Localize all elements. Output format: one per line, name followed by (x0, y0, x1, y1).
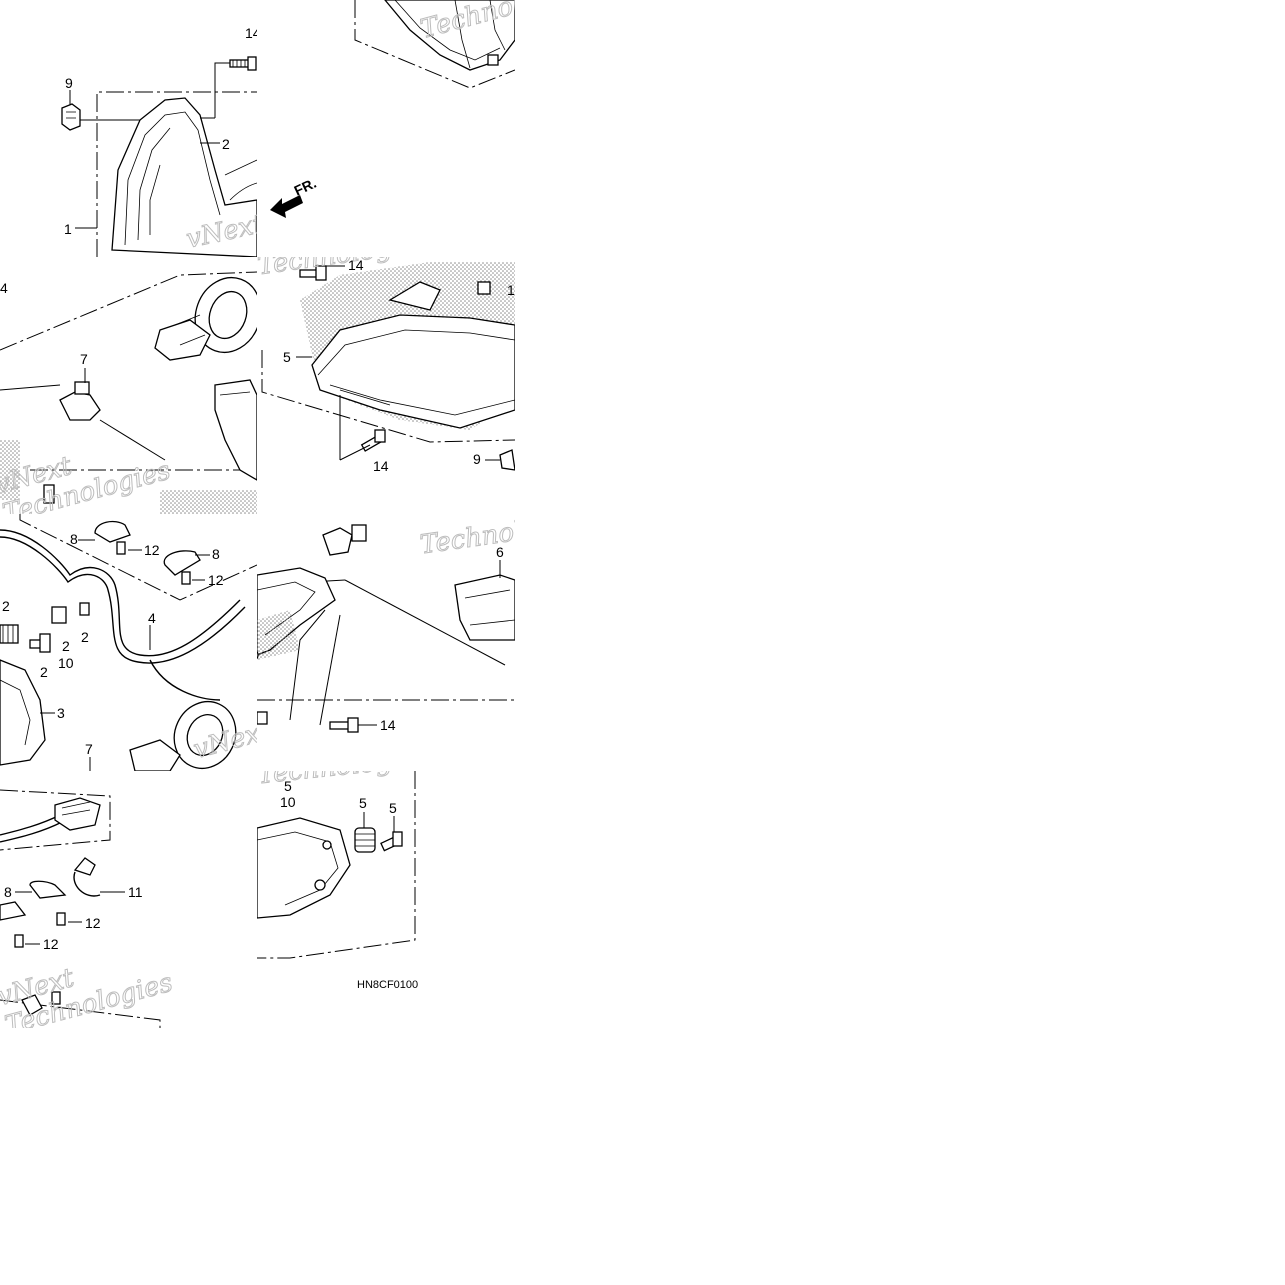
callout-4: 4 (0, 280, 8, 296)
callout-12: 12 (43, 936, 59, 952)
callout-8: 8 (70, 531, 78, 547)
clamp-8 (94, 520, 131, 543)
callout-10: 10 (280, 794, 296, 810)
bolt-14 (329, 717, 359, 733)
diagram-code: HN8CF0100 (357, 979, 418, 991)
bulb-13 (322, 524, 367, 556)
callout-10: 10 (58, 655, 74, 671)
clamp-8 (29, 880, 67, 899)
nut-9 (257, 711, 268, 725)
callout-12: 12 (85, 915, 101, 931)
screw-12 (181, 571, 191, 585)
tile-headlight-top: FR. Technologies (270, 0, 515, 218)
callout-12: 12 (208, 572, 224, 588)
grommet-5 (354, 827, 376, 853)
callout-5: 5 (389, 800, 397, 816)
callout-14: 14 (348, 257, 364, 273)
clamp-8 (163, 550, 201, 576)
fr-label: FR. (292, 175, 319, 199)
tile-wire-harness: 8 12 8 12 2 2 10 2 2 4 3 7 13 vNext (0, 514, 273, 771)
callout-3: 3 (57, 705, 65, 721)
callout-14: 14 (373, 458, 389, 474)
callout-14: 14 (380, 717, 396, 733)
callout-2: 2 (222, 136, 230, 152)
callout-7: 7 (80, 351, 88, 367)
bolt-14 (477, 281, 491, 295)
screw-13 (43, 484, 55, 504)
watermark-text: Technologies (418, 507, 593, 561)
callout-13: 13 (257, 539, 273, 555)
callout-8: 8 (220, 649, 228, 665)
tile-headlight-5: 14 1 5 14 9 Technologies (257, 257, 515, 474)
bolt-14 (299, 265, 327, 281)
grommet-2 (0, 624, 19, 644)
callout-4: 4 (148, 610, 156, 626)
watermark-text: Technologies (256, 742, 430, 790)
callout-2: 2 (2, 598, 10, 614)
nut-9 (61, 103, 81, 131)
bulb-7 (59, 381, 101, 421)
callout-2: 2 (40, 664, 48, 680)
callout-7: 7 (85, 741, 93, 757)
callout-6: 6 (496, 544, 504, 560)
callout-12: 12 (144, 542, 160, 558)
bolt-14 (229, 56, 257, 71)
bulb-socket (129, 701, 237, 771)
callout-11: 11 (128, 884, 143, 900)
callout-5: 5 (284, 778, 292, 794)
tile-connector-clamps: 8 11 12 12 vNext Technologies (0, 789, 176, 1028)
callout-1: 1 (64, 221, 72, 237)
callout-8: 8 (4, 884, 12, 900)
front-direction-arrow: FR. (270, 175, 319, 218)
grommet-10 (51, 606, 67, 624)
callout-14: 14 (245, 25, 261, 41)
callout-9: 9 (473, 451, 481, 467)
tile-headlight-left: 14 9 2 1 vNext (61, 25, 261, 257)
screw-12 (14, 934, 24, 948)
bulb-socket (154, 277, 257, 361)
tile-side-lamp: 6 8 14 Technologies (220, 507, 593, 733)
callout-2: 2 (81, 629, 89, 645)
screw-12 (116, 541, 126, 555)
clamp-11 (73, 857, 101, 897)
clamp-8 (257, 650, 259, 660)
screw-5 (380, 831, 403, 852)
callout-5: 5 (359, 795, 367, 811)
callout-9: 9 (65, 75, 73, 91)
screw-2 (79, 602, 90, 616)
callout-5: 5 (283, 349, 291, 365)
connector (54, 797, 101, 831)
tile-bulb-socket: 4 7 vNext Technologies (0, 271, 257, 514)
tile-lower-cover: 5 10 5 5 HN8CF0100 Technologies (256, 742, 431, 991)
screw-12 (56, 912, 66, 926)
nut-9 (499, 449, 515, 471)
callout-2: 2 (62, 638, 70, 654)
callout-8: 8 (212, 546, 220, 562)
screw-2 (29, 633, 51, 653)
callout-1: 1 (507, 282, 515, 298)
